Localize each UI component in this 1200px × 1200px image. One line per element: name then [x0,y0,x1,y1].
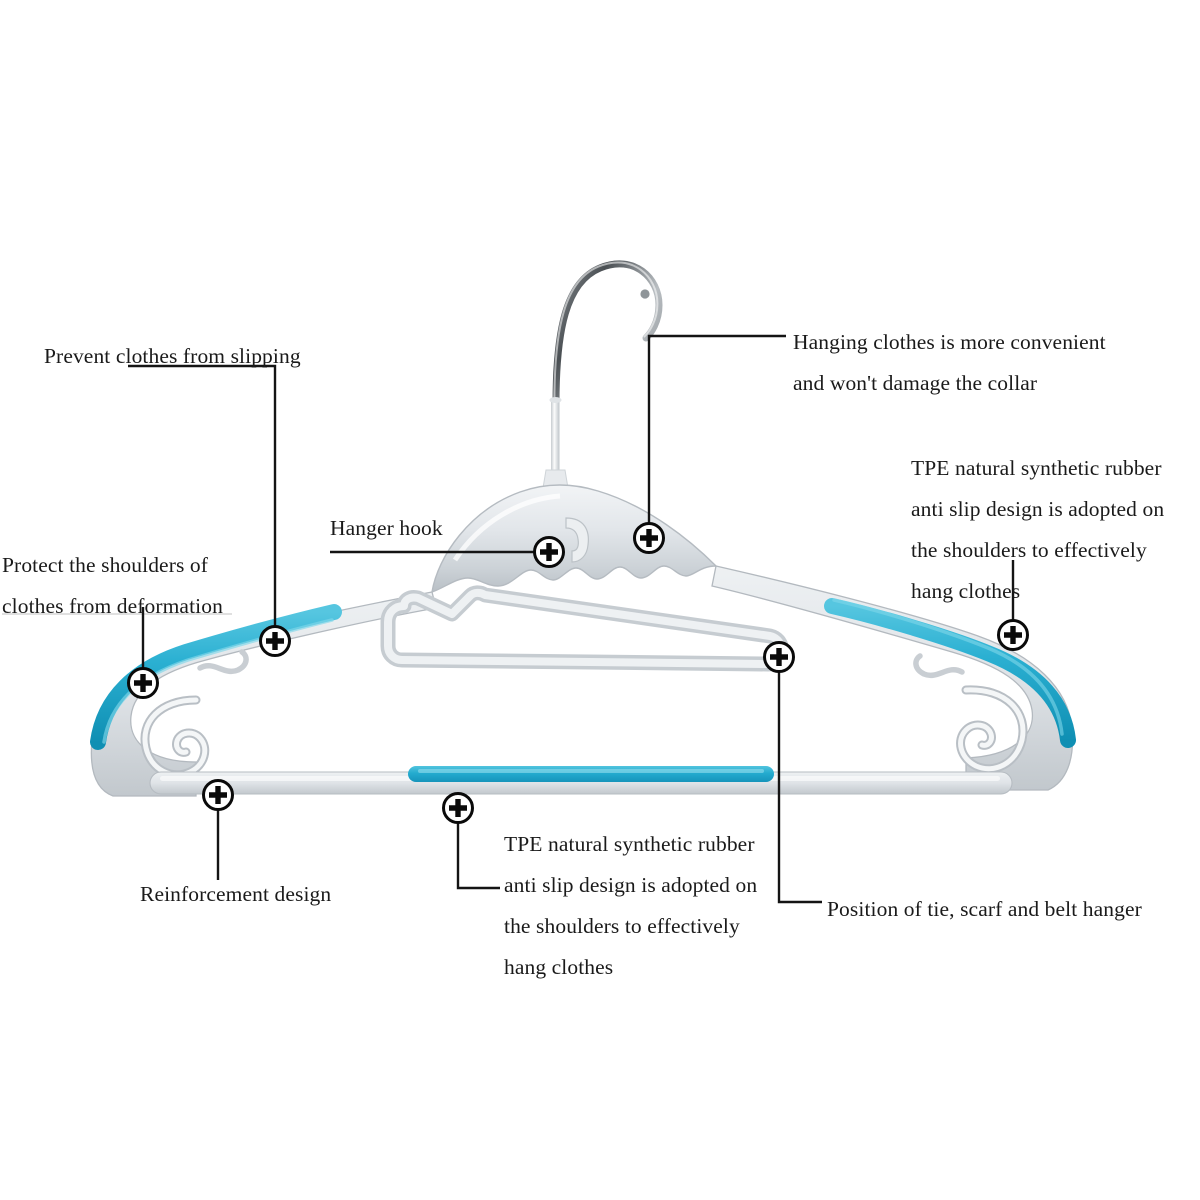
hook-shaft [542,397,569,489]
callout-marker-reinforcement-design[interactable] [202,779,234,811]
leader-tie-scarf-belt [777,671,822,904]
callout-marker-hanger-hook[interactable] [533,536,565,568]
callout-marker-hanging-convenient[interactable] [633,522,665,554]
callout-label-reinforcement-design: Reinforcement design [140,882,332,906]
callout-label-tie-scarf-belt: Position of tie, scarf and belt hanger [827,897,1142,921]
callout-label-prevent-slipping: Prevent clothes from slipping [44,344,301,368]
callout-marker-tpe-shoulder-right[interactable] [997,619,1029,651]
callout-marker-tie-scarf-belt[interactable] [763,641,795,673]
tpe-pad-left [90,604,342,750]
tpe-pad-right [824,598,1076,748]
hanger-neck-yoke [431,484,718,594]
leader-lines [2,334,1015,904]
leader-prevent-slipping [128,364,277,627]
tpe-pad-bottom-bar [408,766,774,782]
leader-hanging-convenient [647,334,786,524]
callout-marker-prevent-slipping[interactable] [259,625,291,657]
leader-tpe-bottom-bar [456,822,500,890]
callout-label-hanger-hook: Hanger hook [330,516,443,540]
callout-marker-protect-shoulders[interactable] [127,667,159,699]
callout-marker-tpe-bottom-bar[interactable] [442,792,474,824]
callout-markers [127,522,1029,824]
hanger-inner-frame [380,585,790,672]
hanger-body [90,260,1076,797]
hanger-hook-metal [551,260,663,474]
